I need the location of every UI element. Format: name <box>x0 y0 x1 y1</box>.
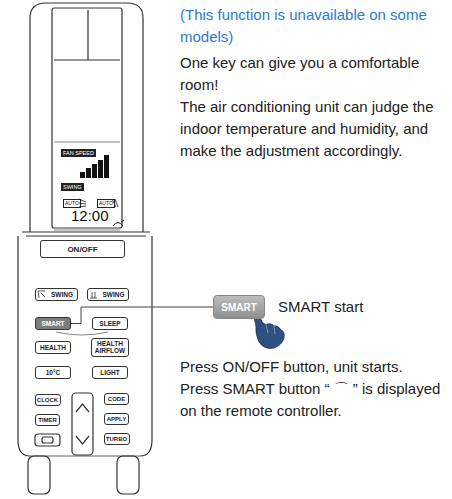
display-tag-text: AUTO <box>99 200 113 206</box>
clock-display-text: 12:00 <box>71 207 109 224</box>
button-text: TURBO <box>106 436 127 442</box>
instruction-text-text: Press ON/OFF button, unit starts. <box>180 358 403 375</box>
sleep-button: SLEEP <box>92 317 128 330</box>
button-text: HEALTH AIRFLOW <box>92 341 128 354</box>
button-text: CODE <box>108 396 125 402</box>
timer-button: TIMER <box>35 414 60 426</box>
button-text: SMART <box>221 302 257 313</box>
description-text: The air conditioning unit can judge the … <box>180 96 442 162</box>
description-text-text: One key can give you a comfortable room! <box>180 54 419 93</box>
display-tag: FAN SPEED <box>61 149 96 157</box>
smart-button: SMART <box>35 317 71 330</box>
description-text: One key can give you a comfortable room! <box>180 52 442 96</box>
turbo-button: TURBO <box>104 433 130 445</box>
light-button: LIGHT <box>92 366 128 379</box>
remote-body <box>18 3 152 494</box>
button-text: SWING <box>102 291 124 298</box>
button-text: SLEEP <box>99 320 120 327</box>
swing-button: SWING <box>87 288 129 301</box>
display-tag-text: FAN SPEED <box>63 150 94 156</box>
note-text: (This function is unavailable on some mo… <box>180 4 442 48</box>
fan-speed-bars <box>80 155 109 178</box>
display-tag: AUTO <box>63 199 81 208</box>
button-text: SWING <box>51 291 73 298</box>
temp-button: 10°C <box>35 366 71 379</box>
health-airflow-button: HEALTH AIRFLOW <box>91 338 129 357</box>
clock-display: 12:00 <box>71 207 109 224</box>
swing-icons <box>79 199 118 207</box>
onoff-button: ON/OFF <box>40 240 125 258</box>
smart-callout-button: SMART <box>213 295 265 319</box>
swing-button: SWING <box>35 288 78 301</box>
display-tag-text: SWING <box>63 184 82 190</box>
instruction-text: Press SMART button “ ⌒ ” is displayed on… <box>180 378 448 422</box>
button-text: HEALTH <box>40 344 66 351</box>
callout-label: SMART start <box>278 298 363 316</box>
display-tag-text: AUTO <box>65 200 79 206</box>
button-text: ON/OFF <box>67 245 97 254</box>
display-tag: SWING <box>61 183 84 191</box>
button-text: SMART <box>41 320 64 327</box>
button-text: 10°C <box>46 369 61 376</box>
description-text-text: The air conditioning unit can judge the … <box>180 98 434 159</box>
code-button: CODE <box>104 393 129 405</box>
instruction-text: Press ON/OFF button, unit starts. <box>180 356 448 378</box>
apply-button: APPLY <box>104 413 129 425</box>
button-text: CLOCK <box>37 397 58 403</box>
button-text: APPLY <box>107 416 126 422</box>
callout-label-text: SMART start <box>278 298 363 315</box>
clock-button: CLOCK <box>35 394 61 406</box>
swing-button-icons <box>38 291 97 298</box>
instruction-text-text: Press SMART button “ ⌒ ” is displayed on… <box>180 380 440 419</box>
health-button: HEALTH <box>35 341 71 354</box>
button-text: LIGHT <box>100 369 120 376</box>
button-text: TIMER <box>38 417 57 423</box>
note-text-text: (This function is unavailable on some mo… <box>180 6 427 45</box>
display-tag: AUTO <box>97 199 115 208</box>
smart-icon <box>113 220 124 226</box>
